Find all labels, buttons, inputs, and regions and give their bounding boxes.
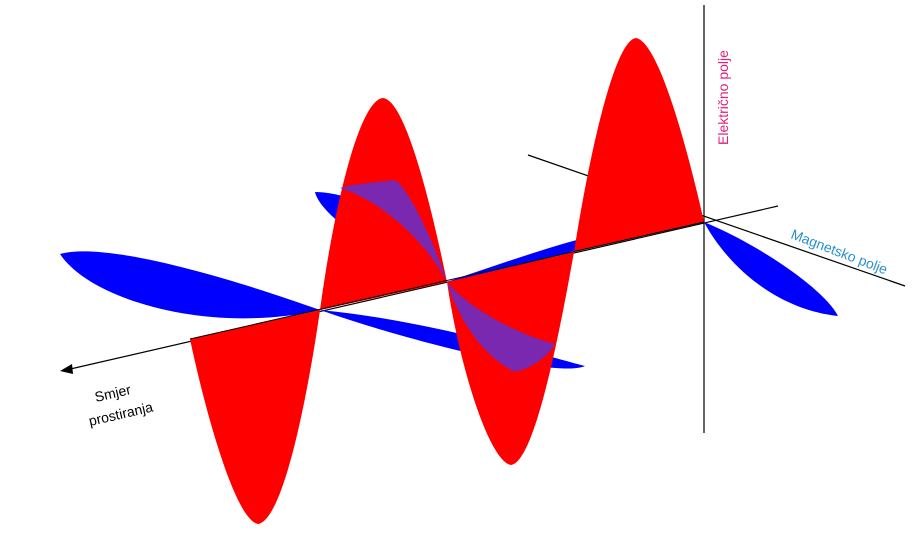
electric-field-label: Električno polje (715, 50, 731, 145)
magnetic-lobe-1 (60, 251, 320, 318)
electric-lobe-4 (574, 38, 704, 252)
propagation-axis-front (190, 222, 704, 339)
propagation-arrowhead (60, 364, 73, 374)
magnetic-field-label: Magnetsko polje (789, 226, 890, 278)
electric-lobe-1 (190, 310, 320, 524)
propagation-direction-label-line1: Smjer (93, 381, 133, 405)
